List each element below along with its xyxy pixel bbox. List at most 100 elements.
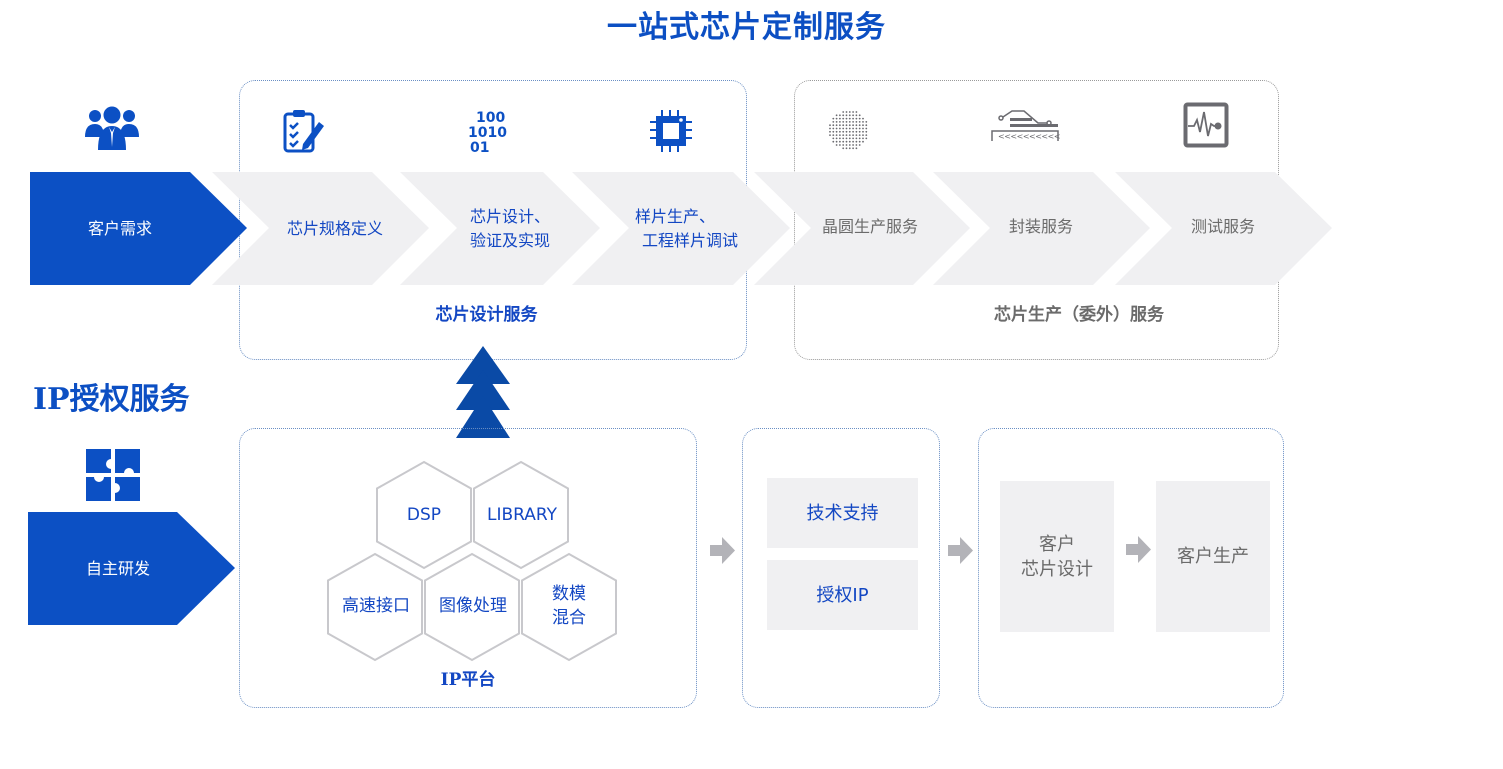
wafer-dot (865, 124, 868, 127)
wafer-dot (865, 127, 868, 130)
wafer-dot (855, 111, 858, 113)
wafer-dot (832, 124, 835, 127)
wafer-dot (839, 114, 841, 117)
wafer-dot (845, 134, 848, 136)
wafer-dot (845, 130, 848, 133)
wafer-dot (835, 134, 838, 136)
wafer-dot (832, 134, 835, 136)
wafer-dot (845, 144, 848, 146)
hex-mixed-signal[interactable] (521, 552, 617, 662)
ip-hexagon-grid (327, 460, 617, 662)
wafer-dot (855, 147, 858, 150)
wafer-dot (852, 144, 854, 146)
test-service-label: 测试服务 (1190, 216, 1255, 236)
wafer-dot (842, 144, 845, 146)
wafer-dot (852, 121, 854, 123)
wafer-dot (832, 117, 835, 120)
chevron-test-service[interactable] (1115, 172, 1332, 285)
wafer-dot (845, 117, 848, 120)
wafer-dot (842, 111, 845, 113)
wafer-dot (835, 127, 838, 130)
self-research-arrow[interactable] (28, 512, 235, 625)
arrow-right-icon (710, 537, 735, 564)
wafer-dot (832, 137, 835, 140)
wafer-dot (832, 127, 835, 130)
wafer-dot (835, 144, 838, 146)
hex-image-label: 图像处理 (439, 596, 507, 616)
customer-demand-arrow[interactable] (30, 172, 247, 285)
wafer-dot (848, 140, 851, 143)
wafer-dot (845, 121, 848, 123)
customer-production-box[interactable]: 客户生产 (1156, 481, 1270, 632)
wafer-dot (855, 140, 858, 143)
wafer-dot (842, 130, 845, 133)
wafer-dot (865, 137, 868, 140)
tech-support-box[interactable]: 技术支持 (767, 478, 918, 548)
wafer-dot (839, 127, 841, 130)
customer-group (978, 428, 1284, 708)
wafer-dot (848, 114, 851, 117)
chevron-spec-definition[interactable] (212, 172, 429, 285)
wafer-dot (855, 121, 858, 123)
wafer-dot (852, 130, 854, 133)
wafer-dot (845, 140, 848, 143)
chip-icon (650, 110, 692, 152)
wafer-dot (842, 134, 845, 136)
wafer-dot (858, 134, 861, 136)
puzzle-icon (86, 449, 140, 501)
wafer-dot (839, 144, 841, 146)
wafer-dot (839, 130, 841, 133)
wafer-dot (858, 144, 861, 146)
wafer-dot (852, 137, 854, 140)
wafer-dot (842, 121, 845, 123)
svg-text:01: 01 (470, 140, 489, 154)
wafer-dot (848, 121, 851, 123)
wafer-dot (862, 140, 864, 143)
ip-platform-label: IP平台 (440, 670, 496, 690)
chevron-sample-production[interactable] (572, 172, 790, 285)
hex-highspeed-label: 高速接口 (342, 596, 410, 616)
wafer-dot (855, 144, 858, 146)
wafer-dot (835, 140, 838, 143)
package-icon: <<<<<<<<<<<< (991, 110, 1060, 141)
support-group (742, 428, 940, 708)
wafer-dot (839, 121, 841, 123)
wafer-dot (829, 127, 831, 130)
chevron-wafer-service[interactable] (754, 172, 970, 285)
up-arrow-stack-icon (456, 346, 510, 438)
wafer-dot (835, 117, 838, 120)
wafer-dot (848, 144, 851, 146)
wafer-dot (832, 140, 835, 143)
wafer-dot (855, 117, 858, 120)
wafer-dot (842, 147, 845, 150)
chevron-package-service[interactable] (933, 172, 1150, 285)
customer-chip-design-box[interactable]: 客户 芯片设计 (1000, 481, 1114, 632)
licensed-ip-box[interactable]: 授权IP (767, 560, 918, 630)
wafer-dot (862, 117, 864, 120)
wafer-dot (829, 124, 831, 127)
wafer-dot (852, 127, 854, 130)
wafer-dot (832, 130, 835, 133)
hex-library[interactable] (473, 460, 569, 570)
wafer-dot (842, 140, 845, 143)
wafer-dot (848, 124, 851, 127)
wafer-dot (845, 137, 848, 140)
wafer-dot (862, 121, 864, 123)
wafer-service-label: 晶圆生产服务 (821, 216, 918, 236)
sample-production-label: 样片生产、 工程样片调试 (635, 206, 738, 250)
wafer-dot (858, 124, 861, 127)
wafer-dot (839, 134, 841, 136)
hex-dsp[interactable] (376, 460, 472, 570)
wafer-dot (835, 124, 838, 127)
wafer-dot (839, 137, 841, 140)
hex-dsp-label: DSP (406, 505, 442, 525)
hex-image[interactable] (424, 552, 520, 662)
hex-highspeed[interactable] (327, 552, 423, 662)
wafer-icon (829, 111, 868, 150)
wafer-dot (845, 147, 848, 150)
ip-start-arrow-wrap (28, 512, 235, 625)
wafer-dot (845, 114, 848, 117)
chevron-design-verify[interactable] (400, 172, 600, 285)
ip-platform-group (239, 428, 697, 708)
